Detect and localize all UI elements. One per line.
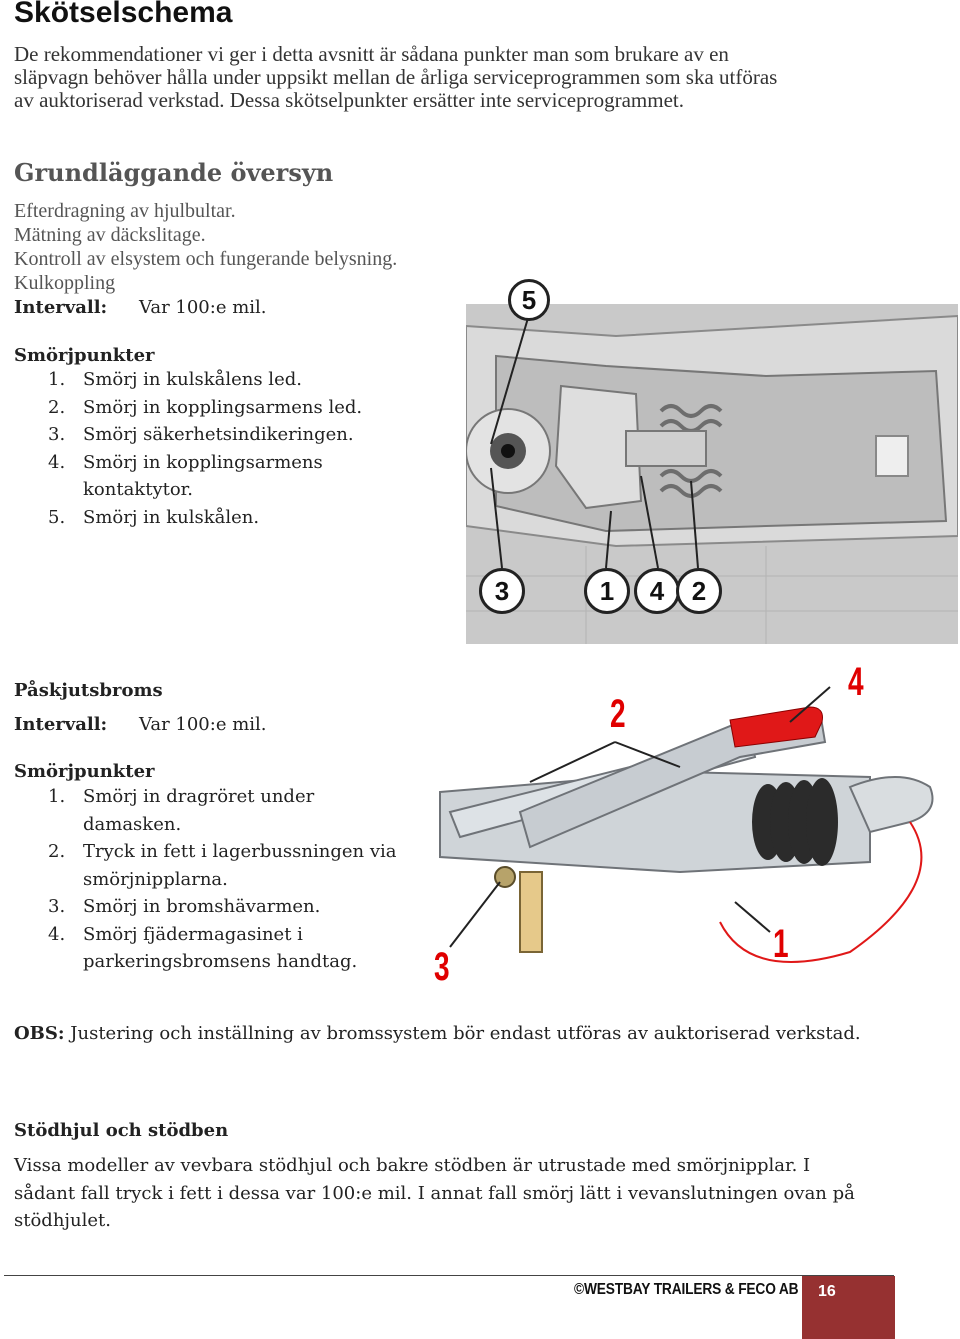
basic-checklist: Efterdragning av hjulbultar. Mätning av … xyxy=(14,199,397,295)
intro-paragraph: De rekommendationer vi ger i detta avsni… xyxy=(14,43,914,112)
ball-coupling-illustration xyxy=(466,276,958,644)
overrun-brake-photo: 4 2 3 1 xyxy=(430,662,950,992)
list-item-number: 2. xyxy=(48,841,66,862)
basic-line: Mätning av däckslitage. xyxy=(14,224,206,246)
callout-1: 1 xyxy=(584,568,630,614)
intro-line: De rekommendationer vi ger i detta avsni… xyxy=(14,42,729,66)
list-item-text: Smörj säkerhetsindikeringen. xyxy=(83,424,354,445)
list-item-number: 3. xyxy=(48,896,66,917)
list-item: 2. Smörj in kopplingsarmens led. xyxy=(14,394,454,422)
list-item-number: 4. xyxy=(48,923,66,945)
list-item-number: 5. xyxy=(48,506,66,528)
list-item: 2. Tryck in fett i lagerbussningen via s… xyxy=(14,838,434,893)
support-line: Vissa modeller av vevbara stödhjul och b… xyxy=(14,1155,811,1176)
callout-3-red: 3 xyxy=(434,945,450,989)
obs-text: Justering och inställning av bromssystem… xyxy=(64,1023,861,1044)
brake-points-heading: Smörjpunkter xyxy=(14,761,155,782)
list-item-number: 4. xyxy=(48,451,66,473)
list-item: 4. Smörj fjädermagasinet i parkeringsbro… xyxy=(14,921,434,976)
basic-line: Kulkoppling xyxy=(14,272,116,294)
list-item-text: Smörj fjädermagasinet i xyxy=(83,923,303,945)
list-item: 3. Smörj in bromshävarmen. xyxy=(14,893,434,921)
basic-points-heading: Smörjpunkter xyxy=(14,345,155,366)
list-item-text: smörjnipplarna. xyxy=(83,868,228,890)
intro-line: släpvagn behöver hålla under uppsikt mel… xyxy=(14,65,778,89)
list-item-text: Smörj in kulskålen. xyxy=(83,506,260,528)
callout-5: 5 xyxy=(508,279,550,321)
support-line: sådant fall tryck i fett i dessa var 100… xyxy=(14,1182,855,1204)
list-item: 1. Smörj in kulskålens led. xyxy=(14,366,454,394)
intro-line: av auktoriserad verkstad. Dessa skötselp… xyxy=(14,88,685,112)
callout-2-red: 2 xyxy=(610,692,626,736)
basic-section-heading: Grundläggande översyn xyxy=(14,158,334,187)
callout-4: 4 xyxy=(634,568,680,614)
brake-section-heading: Påskjutsbroms xyxy=(14,680,163,701)
brake-points-list: 1. Smörj in dragröret under damasken. 2.… xyxy=(14,783,434,976)
callout-4-red: 4 xyxy=(848,662,864,704)
interval-label: Intervall: xyxy=(14,714,108,735)
list-item-number: 3. xyxy=(48,424,66,445)
footer-divider xyxy=(4,1275,894,1276)
list-item: 1. Smörj in dragröret under damasken. xyxy=(14,783,434,838)
basic-points-list: 1. Smörj in kulskålens led. 2. Smörj in … xyxy=(14,366,454,531)
page-number-box: 16 xyxy=(802,1276,895,1339)
page-title: Skötselschema xyxy=(14,0,233,29)
basic-line: Efterdragning av hjulbultar. xyxy=(14,200,236,222)
support-paragraph: Vissa modeller av vevbara stödhjul och b… xyxy=(14,1152,914,1235)
basic-interval: Intervall: Var 100:e mil. xyxy=(14,297,267,318)
obs-note: OBS: Justering och inställning av bromss… xyxy=(14,1023,861,1044)
obs-label: OBS: xyxy=(14,1023,65,1044)
brake-interval: Intervall: Var 100:e mil. xyxy=(14,714,267,735)
list-item: 3. Smörj säkerhetsindikeringen. xyxy=(14,421,454,449)
list-item: 5. Smörj in kulskålen. xyxy=(14,504,454,532)
list-item: 4. Smörj in kopplingsarmens kontaktytor. xyxy=(14,449,454,504)
callout-1-red: 1 xyxy=(773,922,789,966)
overrun-brake-illustration xyxy=(430,662,950,992)
callout-3: 3 xyxy=(479,568,525,614)
callout-2: 2 xyxy=(676,568,722,614)
interval-label: Intervall: xyxy=(14,297,108,318)
list-item-text: Smörj in kopplingsarmens led. xyxy=(83,396,363,418)
list-item-text: Smörj in bromshävarmen. xyxy=(83,896,321,917)
list-item-text: Smörj in kulskålens led. xyxy=(83,369,302,390)
list-item-text: damasken. xyxy=(83,813,182,835)
interval-value: Var 100:e mil. xyxy=(139,714,267,735)
list-item-text: Tryck in fett i lagerbussningen via xyxy=(83,841,397,862)
list-item-number: 2. xyxy=(48,396,66,418)
list-item-text: kontaktytor. xyxy=(83,479,194,500)
list-item-text: parkeringsbromsens handtag. xyxy=(83,951,358,972)
support-line: stödhjulet. xyxy=(14,1210,111,1231)
basic-line: Kontroll av elsystem och fungerande bely… xyxy=(14,248,398,270)
footer-copyright: ©WESTBAY TRAILERS & FECO AB 2013 xyxy=(574,1281,832,1298)
page-number: 16 xyxy=(818,1283,836,1300)
list-item-number: 1. xyxy=(48,786,66,807)
interval-value: Var 100:e mil. xyxy=(139,297,267,318)
list-item-number: 1. xyxy=(48,369,66,390)
ball-coupling-photo: 5 3 1 4 2 xyxy=(466,276,958,644)
list-item-text: Smörj in kopplingsarmens xyxy=(83,451,323,473)
support-section-heading: Stödhjul och stödben xyxy=(14,1120,229,1141)
list-item-text: Smörj in dragröret under xyxy=(83,786,315,807)
